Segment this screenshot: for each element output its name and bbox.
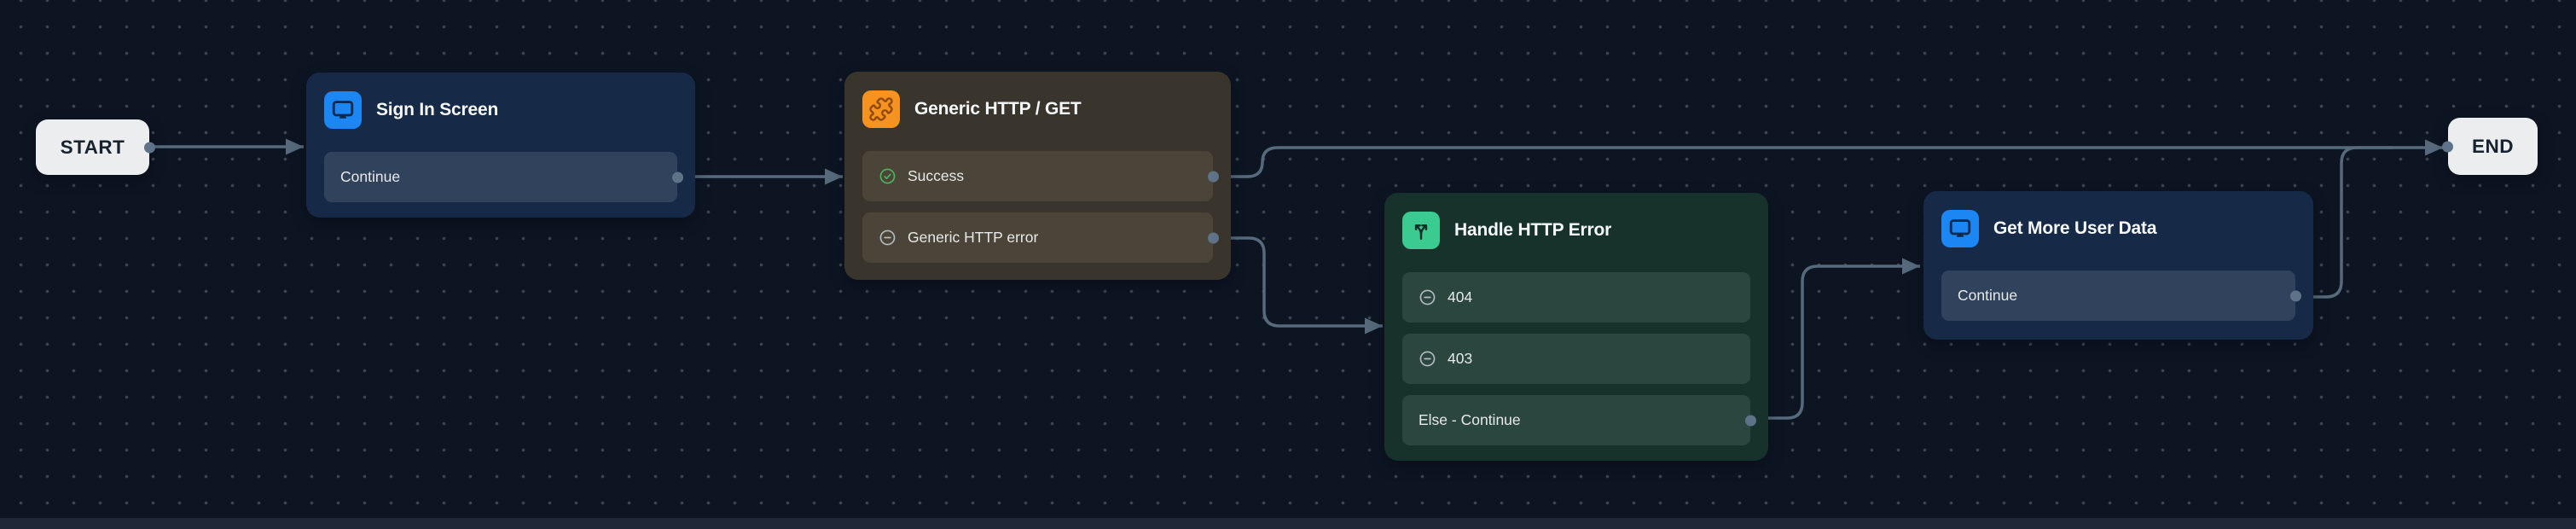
- canvas-bottom-edge: [0, 518, 2576, 529]
- output-row-label: Generic HTTP error: [908, 229, 1039, 246]
- output-row-label: Continue: [1958, 287, 2018, 304]
- output-row-label: 404: [1448, 288, 1473, 305]
- node-title: Handle HTTP Error: [1454, 220, 1612, 240]
- node-output-rows: Continue: [306, 152, 695, 202]
- edge-arrowhead: [1902, 258, 1920, 275]
- output-row-label: 403: [1448, 350, 1473, 367]
- minus-circle-icon: [879, 229, 896, 247]
- edge-arrowhead: [2425, 139, 2443, 156]
- node-header: Generic HTTP / GET: [844, 72, 1231, 128]
- node-header: Get More User Data: [1923, 191, 2313, 247]
- edge-arrowhead: [1365, 317, 1383, 334]
- output-port[interactable]: [1207, 171, 1219, 182]
- start-node[interactable]: START: [36, 119, 155, 175]
- output-row-label: Else - Continue: [1419, 411, 1521, 428]
- start-node-label: START: [60, 136, 125, 158]
- puzzle-icon: [862, 90, 900, 128]
- output-port[interactable]: [1207, 232, 1219, 243]
- node-output-rows: Continue: [1923, 270, 2313, 321]
- monitor-icon: [1941, 210, 1979, 247]
- node-title: Generic HTTP / GET: [914, 99, 1082, 119]
- node-get-more-user-data[interactable]: Get More User Data Continue: [1923, 191, 2313, 340]
- output-row-else-continue[interactable]: Else - Continue: [1402, 395, 1756, 445]
- output-row-label: Continue: [340, 168, 401, 185]
- output-row-continue[interactable]: Continue: [324, 152, 683, 202]
- end-node-label: END: [2471, 135, 2514, 157]
- edge-handle-else-to-get-more[interactable]: [1755, 264, 1920, 420]
- end-input-port[interactable]: [2442, 141, 2453, 152]
- edge-arrowhead: [825, 168, 843, 185]
- edge-arrowhead: [286, 138, 304, 155]
- node-sign-in-screen[interactable]: Sign In Screen Continue: [306, 73, 695, 218]
- output-row-403[interactable]: 403: [1402, 334, 1750, 384]
- edge-http-success-to-end[interactable]: [1215, 146, 2443, 178]
- node-title: Get More User Data: [1993, 218, 2157, 238]
- node-header: Handle HTTP Error: [1384, 193, 1768, 249]
- output-row-404[interactable]: 404: [1402, 272, 1750, 323]
- minus-circle-icon: [1419, 350, 1436, 368]
- minus-circle-icon: [1419, 288, 1436, 306]
- output-row-continue[interactable]: Continue: [1941, 270, 2301, 321]
- check-circle-icon: [879, 167, 896, 185]
- output-port[interactable]: [671, 171, 683, 183]
- output-port[interactable]: [2289, 290, 2301, 301]
- node-header: Sign In Screen: [306, 73, 695, 129]
- output-row-success[interactable]: Success: [862, 151, 1219, 201]
- output-row-label: Success: [908, 167, 965, 184]
- end-node[interactable]: END: [2442, 118, 2538, 175]
- node-title: Sign In Screen: [376, 100, 499, 119]
- monitor-icon: [324, 91, 362, 129]
- output-port[interactable]: [1744, 415, 1756, 426]
- edge-http-error-to-handle[interactable]: [1215, 236, 1383, 328]
- edge-get-more-continue-to-end[interactable]: [2294, 146, 2393, 299]
- split-branch-icon: [1402, 212, 1440, 249]
- start-output-port[interactable]: [143, 142, 155, 153]
- output-row-generic-http-error[interactable]: Generic HTTP error: [862, 212, 1219, 263]
